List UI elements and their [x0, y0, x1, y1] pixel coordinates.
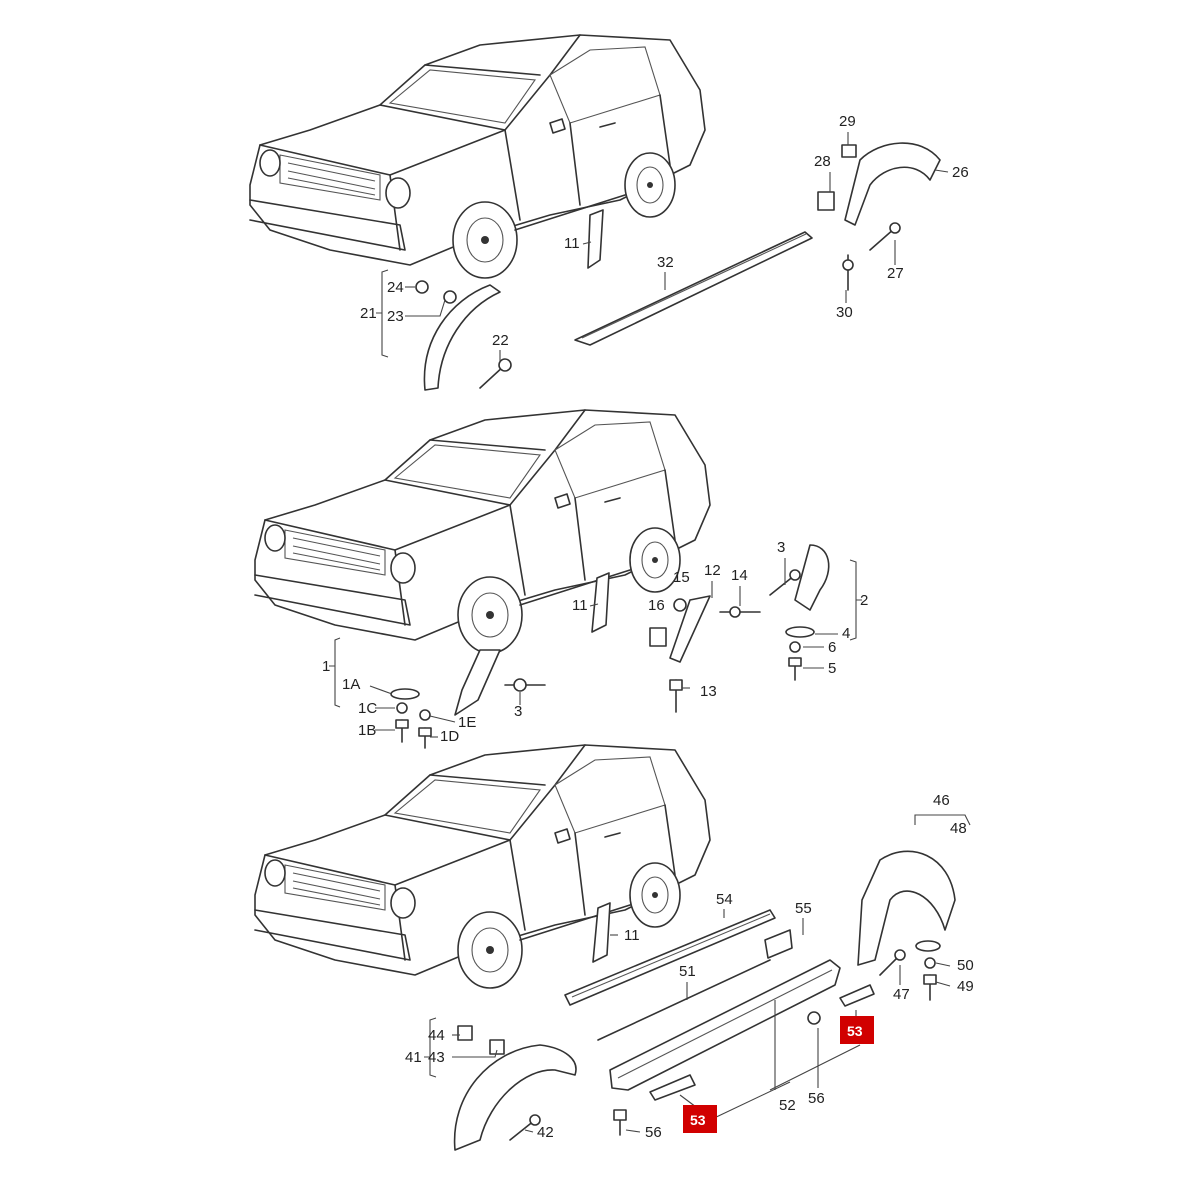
highlight-callout-53-left: 53 [683, 1105, 717, 1133]
callout-label: 6 [828, 639, 836, 656]
callout-label: 22 [492, 332, 509, 349]
callout-label: 44 [428, 1027, 445, 1044]
callout-label: 26 [952, 164, 969, 181]
callout-label: 42 [537, 1124, 554, 1141]
callout-label: 1B [358, 722, 376, 739]
callout-label: 2 [860, 592, 868, 609]
callout-label: 32 [657, 254, 674, 271]
callout-label: 23 [387, 308, 404, 325]
callout-label-highlighted: 53 [690, 1112, 706, 1128]
callout-label: 5 [828, 660, 836, 677]
callout-label: 3 [514, 703, 522, 720]
callout-label: 1C [358, 700, 377, 717]
callout-label: 27 [887, 265, 904, 282]
callout-label-highlighted: 53 [847, 1023, 863, 1039]
callout-label: 1 [322, 658, 330, 675]
callout-label: 30 [836, 304, 853, 321]
top-section-parts [376, 142, 941, 391]
callout-label: 4 [842, 625, 850, 642]
callout-label: 13 [700, 683, 717, 700]
callout-label: 56 [645, 1124, 662, 1141]
callout-label: 12 [704, 562, 721, 579]
callout-label: 11 [564, 235, 580, 252]
callout-label: 47 [893, 986, 910, 1003]
callout-label: 1E [458, 714, 476, 731]
callout-label: 41 [405, 1049, 422, 1066]
callout-label: 55 [795, 900, 812, 917]
callout-label: 50 [957, 957, 974, 974]
callout-label: 1D [440, 728, 459, 745]
callout-label: 54 [716, 891, 733, 908]
callout-label: 11 [624, 927, 640, 944]
callout-label: 51 [679, 963, 696, 980]
car-illustration-middle [254, 409, 711, 654]
bottom-section-parts [424, 814, 971, 1151]
highlight-callout-53-right: 53 [840, 1016, 874, 1044]
callout-label: 52 [779, 1097, 796, 1114]
car-illustration-top [249, 34, 706, 279]
middle-section-parts [329, 544, 862, 749]
callout-label: 14 [731, 567, 748, 584]
callout-label: 21 [360, 305, 377, 322]
callout-label: 15 [673, 569, 690, 586]
callout-label: 3 [777, 539, 785, 556]
callout-label: 16 [648, 597, 665, 614]
callout-label: 28 [814, 153, 831, 170]
callout-label: 46 [933, 792, 950, 809]
callout-label: 1A [342, 676, 360, 693]
callout-label: 11 [572, 597, 588, 614]
callout-label: 43 [428, 1049, 445, 1066]
car-illustration-bottom [254, 744, 711, 989]
callout-label: 49 [957, 978, 974, 995]
callout-label: 48 [950, 820, 967, 837]
callout-label: 29 [839, 113, 856, 130]
callout-label: 24 [387, 279, 404, 296]
callout-label: 56 [808, 1090, 825, 1107]
